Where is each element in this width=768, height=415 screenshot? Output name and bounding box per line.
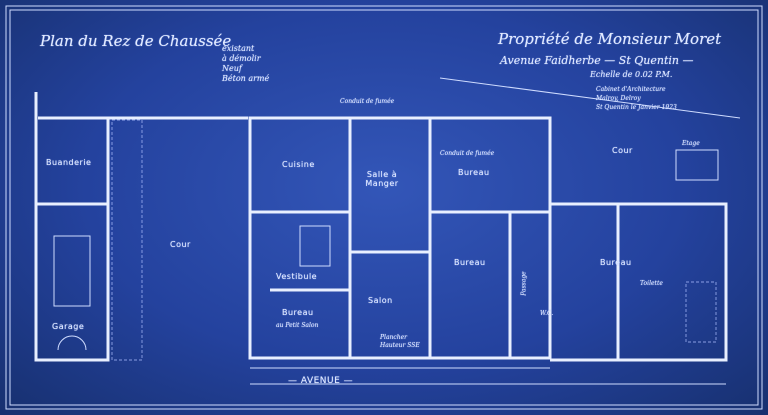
cour-stair: [111, 119, 143, 361]
house-outline: [248, 116, 552, 360]
room-sublabel: au Petit Salon: [276, 322, 319, 329]
plan-title: Plan du Rez de Chaussée: [40, 32, 232, 50]
main-house: [248, 116, 552, 369]
room-label: Cour: [170, 240, 191, 249]
room-label: Cuisine: [282, 160, 315, 169]
left-wing-wall: [34, 92, 110, 362]
room-label: Salon: [368, 296, 393, 305]
diagonal-limit: [439, 77, 741, 119]
etage-box: [675, 149, 719, 181]
legend-item: Neuf: [222, 64, 242, 73]
note: Toilette: [640, 280, 663, 287]
architect-line: Malroy, Delroy: [596, 95, 641, 102]
right-wing-wall: [548, 118, 728, 362]
property-address: Avenue Faidherbe — St Quentin —: [500, 54, 694, 67]
note: Plancher: [380, 334, 408, 341]
street-label: — AVENUE —: [288, 376, 354, 386]
room-label: W.C.: [540, 310, 554, 317]
scale-note: Echelle de 0.02 P.M.: [590, 70, 673, 79]
room-label: Buanderie: [46, 158, 92, 167]
note: Conduit de fumée: [440, 150, 495, 157]
room-label: Bureau: [600, 258, 632, 267]
main-stair: [299, 225, 331, 267]
note: Conduit de fumée: [340, 98, 395, 105]
garage-stair: [53, 235, 91, 307]
property-title: Propriété de Monsieur Moret: [498, 30, 722, 48]
legend-item: existant: [222, 44, 255, 53]
room-label: Salle à Manger: [365, 170, 399, 188]
note: Etage: [682, 140, 700, 147]
room-label: Bureau: [282, 308, 314, 317]
left-wing: [34, 92, 248, 362]
garage-door: [57, 335, 87, 351]
sheet-border: [5, 5, 763, 410]
room-label: Passage: [520, 271, 528, 296]
room-label: Bureau: [454, 258, 486, 267]
note: Hauteur SSE: [380, 342, 420, 349]
legend-item: à démolir: [222, 54, 261, 63]
room-label: Cour: [612, 146, 633, 155]
room-label: Bureau: [458, 168, 490, 177]
room-label: Garage: [52, 322, 85, 331]
room-label: Vestibule: [276, 272, 318, 281]
right-wing: [439, 77, 741, 362]
right-stair: [685, 281, 717, 343]
architect-line: Cabinet d'Architecture: [596, 86, 666, 93]
sheet-inner-border: [9, 9, 759, 406]
legend-item: Béton armé: [222, 74, 270, 83]
date-line: St Quentin le Janvier 1923: [596, 104, 677, 111]
